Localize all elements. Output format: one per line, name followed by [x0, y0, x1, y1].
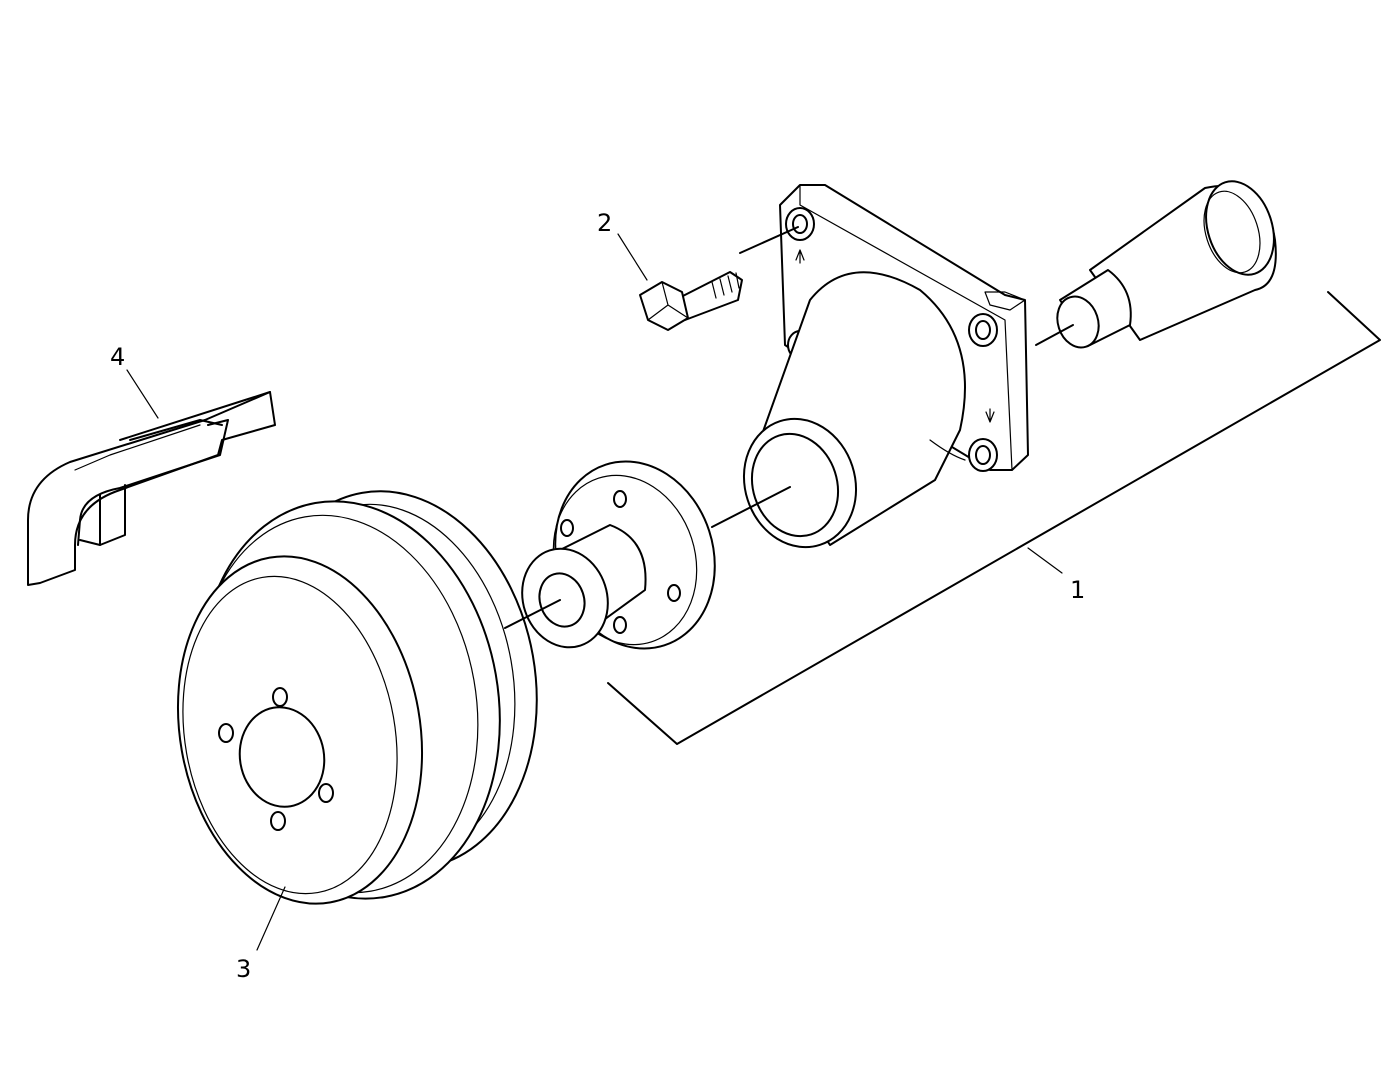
callout-2: 2 — [597, 209, 612, 237]
callout-3: 3 — [236, 955, 251, 983]
hex-bolt — [639, 271, 743, 331]
callout-4: 4 — [110, 343, 125, 371]
hub-flange — [521, 460, 716, 650]
leader-lines — [126, 233, 648, 951]
pulley — [176, 490, 538, 905]
pump-housing — [742, 184, 1029, 549]
bearing-shaft — [1056, 180, 1277, 349]
assembly-bracket — [607, 291, 1381, 745]
drive-belt — [27, 391, 276, 586]
callout-1: 1 — [1070, 576, 1085, 604]
center-lines — [504, 226, 1074, 629]
